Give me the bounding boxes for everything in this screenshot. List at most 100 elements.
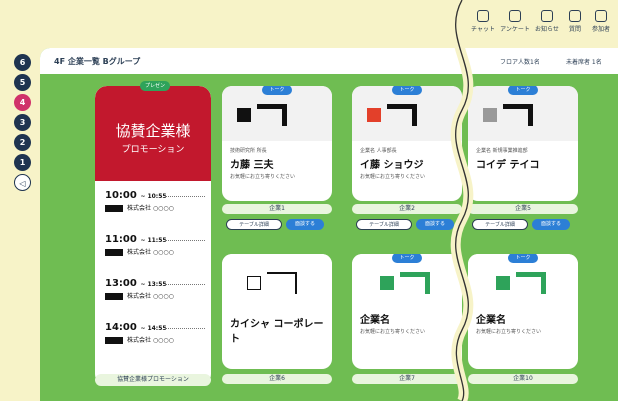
card-description: お気軽にお立ち寄りください [360, 329, 426, 335]
slot-start: 11:00 [105, 234, 137, 245]
schedule-slot: 10:00 ~ 10:55 株式会社 ○○○○ [105, 190, 205, 212]
scroll-up-icon[interactable]: ◁ [14, 174, 31, 191]
slot-start: 10:00 [105, 190, 137, 201]
booth-label: 企業10 [468, 374, 578, 384]
slot-name: ○○○○ [152, 249, 174, 256]
card-description: お気軽にお立ち寄りください [476, 329, 542, 335]
card-name: イ藤 ショウジ [360, 160, 424, 171]
meet-button[interactable]: 面談する [416, 219, 454, 230]
top-toolbar: チャット アンケート お知らせ 質問 参加者 [0, 0, 618, 44]
floor-4-button[interactable]: 4 [14, 94, 31, 111]
promotion-card[interactable]: 協賛企業様 プロモーション 10:00 ~ 10:55 株式会社 ○○○○ 11… [95, 86, 211, 386]
slot-company: 株式会社 [127, 249, 152, 256]
card-description: お気軽にお立ち寄りください [230, 174, 296, 180]
logo-icon [105, 293, 123, 300]
question-button[interactable]: 質問 [558, 10, 592, 33]
logo-icon [367, 104, 422, 126]
slot-end: ~ 14:55 [140, 325, 167, 332]
presentation-tag: プレゼン [140, 81, 170, 91]
exhibitor-card[interactable]: トーク 技術研究所 所長 カ藤 三夫 お気軽にお立ち寄りください [222, 86, 332, 201]
survey-icon [509, 10, 521, 22]
card-name: コイデ テイコ [476, 160, 540, 171]
slot-name: ○○○○ [152, 205, 174, 212]
slot-company: 株式会社 [127, 337, 152, 344]
floor-header: 4F 企業一覧 Bグループ フロア人数1名 未着席者 1名 [40, 48, 618, 74]
card-role: 企業名 人事部長 [360, 148, 397, 154]
slot-start: 13:00 [105, 278, 137, 289]
floor-2-button[interactable]: 2 [14, 134, 31, 151]
slot-end: ~ 11:55 [140, 237, 167, 244]
exhibitor-card[interactable]: トーク 企業名 新規事業推進部 コイデ テイコ [468, 86, 578, 201]
logo-icon [237, 104, 292, 126]
slot-company: 株式会社 [127, 205, 152, 212]
divider [165, 196, 205, 197]
chat-button[interactable]: チャット [466, 10, 500, 33]
booth-label: 企業6 [222, 374, 332, 384]
logo-icon [105, 249, 123, 256]
question-icon [569, 10, 581, 22]
chat-icon [477, 10, 489, 22]
floor-map: 4F 企業一覧 Bグループ フロア人数1名 未着席者 1名 協賛企業様 プロモー… [40, 48, 618, 401]
participants-button[interactable]: 参加者 [584, 10, 618, 33]
exhibitor-card[interactable]: トーク 企業名 お気軽にお立ち寄りください [352, 254, 462, 369]
question-label: 質問 [568, 26, 581, 33]
floor-rail: 6 5 4 3 2 1 ◁ [14, 54, 32, 194]
meet-button[interactable]: 面談する [286, 219, 324, 230]
exhibitor-card[interactable]: トーク 企業名 お気軽にお立ち寄りください [468, 254, 578, 369]
slot-name: ○○○○ [152, 337, 174, 344]
schedule-slot: 11:00 ~ 11:55 株式会社 ○○○○ [105, 234, 205, 256]
notice-label: お知らせ [535, 26, 559, 33]
slot-end: ~ 10:55 [140, 193, 167, 200]
floor-6-button[interactable]: 6 [14, 54, 31, 71]
table-detail-button[interactable]: テーブル詳細 [472, 219, 528, 230]
exhibitor-card[interactable]: カイシャ コーポレート [222, 254, 332, 369]
card-name: 企業名 [476, 315, 506, 326]
logo-icon [496, 272, 551, 294]
card-name: カイシャ コーポレート [230, 319, 324, 345]
floor-5-button[interactable]: 5 [14, 74, 31, 91]
slot-end: ~ 13:55 [140, 281, 167, 288]
card-name: 企業名 [360, 315, 390, 326]
logo-icon [105, 205, 123, 212]
slot-name: ○○○○ [152, 293, 174, 300]
participants-label: 参加者 [591, 26, 610, 33]
person-photo [222, 86, 332, 141]
talk-tag: トーク [508, 86, 538, 95]
schedule-slot: 13:00 ~ 13:55 株式会社 ○○○○ [105, 278, 205, 300]
company-logo-area [468, 254, 578, 309]
talk-tag: トーク [262, 86, 292, 95]
meet-button[interactable]: 面談する [532, 219, 570, 230]
survey-button[interactable]: アンケート [498, 10, 532, 33]
card-name: カ藤 三夫 [230, 160, 274, 171]
table-detail-button[interactable]: テーブル詳細 [356, 219, 412, 230]
floor-3-button[interactable]: 3 [14, 114, 31, 131]
booth-label: 企業7 [352, 374, 462, 384]
participants-icon [595, 10, 607, 22]
promotion-banner: 協賛企業様 プロモーション [95, 86, 211, 181]
booth-label: 企業2 [352, 204, 462, 214]
card-role: 技術研究所 所長 [230, 148, 267, 154]
promotion-subtitle: プロモーション [121, 145, 185, 155]
page-title: 4F 企業一覧 Bグループ [54, 57, 141, 66]
divider [165, 240, 205, 241]
notice-icon [541, 10, 553, 22]
chat-label: チャット [471, 26, 495, 33]
absent-count: 未着席者 1名 [566, 59, 602, 66]
talk-tag: トーク [392, 86, 422, 95]
logo-icon [483, 104, 538, 126]
floor-1-button[interactable]: 1 [14, 154, 31, 171]
talk-tag: トーク [392, 254, 422, 263]
survey-label: アンケート [500, 26, 530, 33]
floor-visitor-count: フロア人数1名 [500, 59, 540, 66]
logo-icon [105, 337, 123, 344]
table-detail-button[interactable]: テーブル詳細 [226, 219, 282, 230]
logo-icon [247, 272, 302, 294]
company-logo-area [222, 254, 332, 309]
promotion-footer[interactable]: 協賛企業様プロモーション [95, 374, 211, 386]
divider [165, 328, 205, 329]
exhibitor-card[interactable]: トーク 企業名 人事部長 イ藤 ショウジ お気軽にお立ち寄りください [352, 86, 462, 201]
notice-button[interactable]: お知らせ [530, 10, 564, 33]
booth-label: 企業1 [222, 204, 332, 214]
talk-tag: トーク [508, 254, 538, 263]
logo-icon [380, 272, 435, 294]
